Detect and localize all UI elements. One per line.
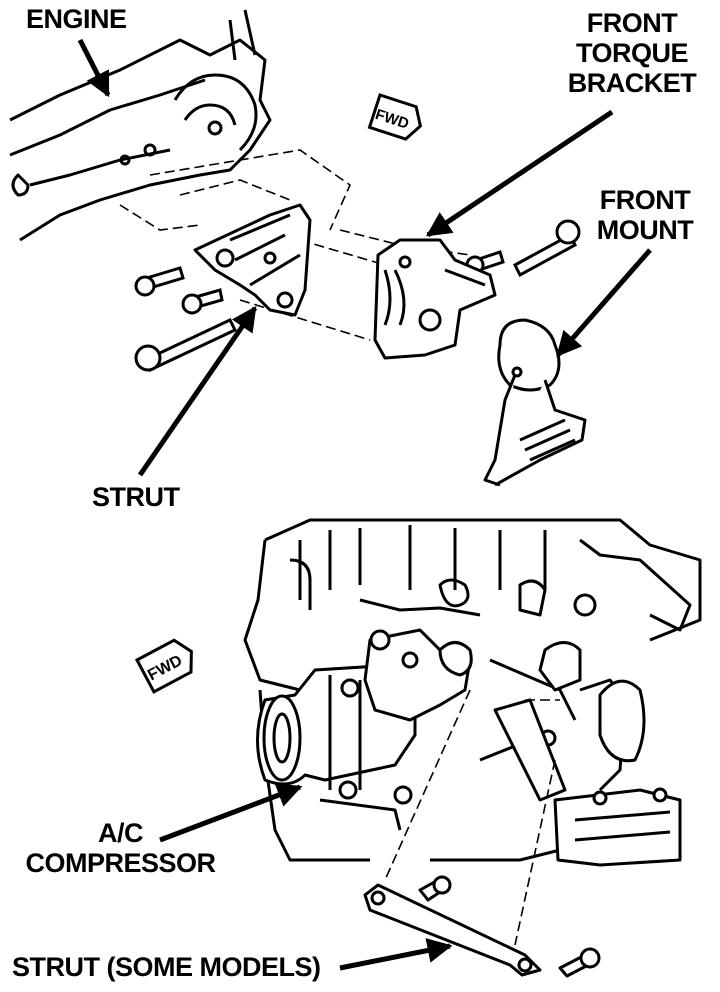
strut-some-models-part (363, 875, 601, 978)
front-mount-part (483, 318, 587, 487)
arrow-ac-compressor (159, 783, 303, 843)
label-engine: ENGINE (26, 4, 127, 34)
fwd-tag-bottom: FWD (134, 638, 193, 694)
label-strut-some-models: STRUT (SOME MODELS) (12, 952, 321, 982)
arrow-strut-some-models (339, 938, 453, 971)
engine-underside-outline (243, 518, 702, 862)
label-front-mount: FRONT MOUNT (585, 185, 705, 245)
label-ac-compressor-line2: COMPRESSOR (25, 848, 216, 878)
label-strut: STRUT (92, 482, 180, 512)
fwd-tag-top: FWD (367, 93, 423, 141)
arrow-front-mount (556, 248, 652, 357)
mount-bracket-bottom (363, 628, 682, 867)
dashed-alignment-lines-bottom (384, 689, 560, 946)
front-torque-bracket-part (373, 238, 497, 360)
label-front-torque-bracket: FRONT TORQUE BRACKET (562, 8, 702, 98)
leader-arrows-top (77, 38, 652, 477)
label-front-mount-line2: MOUNT (596, 215, 694, 245)
engine-block-outline (9, 9, 272, 242)
label-ac-compressor: A/C COMPRESSOR (18, 818, 223, 878)
arrow-strut (137, 305, 258, 477)
strut-bracket-top (193, 203, 312, 317)
label-front-torque-bracket-line2: TORQUE (575, 38, 689, 68)
arrow-front-torque-bracket (425, 109, 614, 238)
arrow-engine (77, 38, 111, 98)
label-front-torque-bracket-line1: FRONT (586, 8, 678, 38)
label-ac-compressor-line1: A/C (98, 818, 144, 848)
leader-arrows-bottom (159, 783, 453, 971)
label-front-torque-bracket-line3: BRACKET (567, 68, 697, 98)
bolts-top (134, 219, 581, 372)
label-front-mount-line1: FRONT (599, 185, 691, 215)
